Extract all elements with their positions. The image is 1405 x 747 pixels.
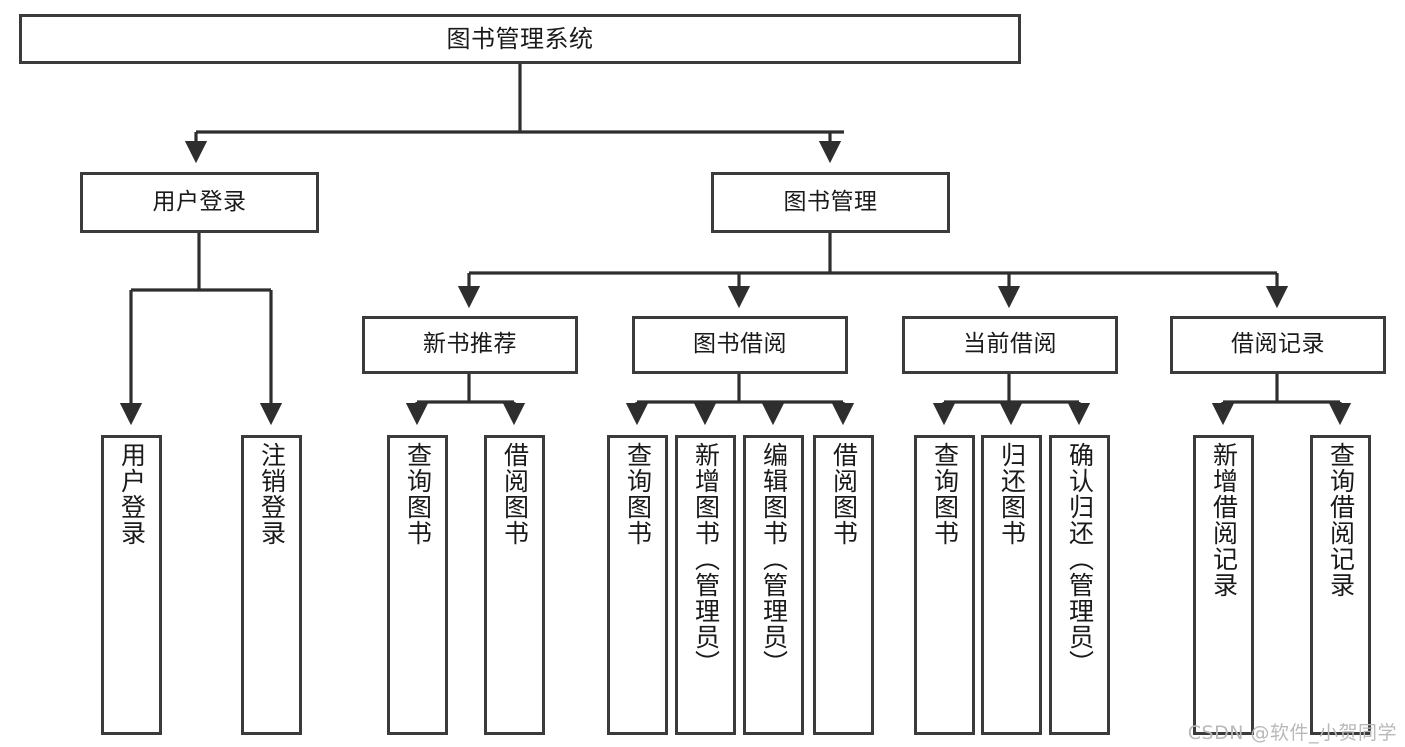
node-label: 查询图书 (403, 442, 433, 546)
node-label: 新书推荐 (423, 331, 517, 358)
node-root-system[interactable]: 图书管理系统 (19, 14, 1021, 64)
node-borrow-record[interactable]: 借阅记录 (1170, 316, 1386, 374)
node-user-login[interactable]: 用户登录 (80, 172, 319, 233)
node-label: 当前借阅 (963, 331, 1057, 358)
node-book-management[interactable]: 图书管理 (711, 172, 950, 233)
node-label: 新增图书（管理员） (691, 442, 721, 676)
node-label: 归还图书 (997, 442, 1027, 546)
node-label: 注销登录 (257, 442, 287, 546)
leaf-borrow-add-book[interactable]: 新增图书（管理员） (675, 435, 736, 735)
node-label: 用户登录 (117, 442, 147, 546)
node-label: 图书管理系统 (446, 24, 594, 53)
leaf-current-return-book[interactable]: 归还图书 (981, 435, 1042, 735)
node-current-borrow[interactable]: 当前借阅 (902, 316, 1118, 374)
leaf-new-book-borrow[interactable]: 借阅图书 (484, 435, 545, 735)
node-label: 查询借阅记录 (1326, 442, 1356, 598)
node-label: 新增借阅记录 (1209, 442, 1239, 598)
node-new-book-recommend[interactable]: 新书推荐 (362, 316, 578, 374)
leaf-current-query-book[interactable]: 查询图书 (914, 435, 975, 735)
leaf-current-confirm-return[interactable]: 确认归还（管理员） (1049, 435, 1110, 735)
leaf-user-login-login[interactable]: 用户登录 (101, 435, 162, 735)
leaf-record-add[interactable]: 新增借阅记录 (1193, 435, 1254, 735)
node-book-borrow[interactable]: 图书借阅 (632, 316, 848, 374)
leaf-record-query[interactable]: 查询借阅记录 (1310, 435, 1371, 735)
leaf-borrow-query-book[interactable]: 查询图书 (607, 435, 668, 735)
node-label: 编辑图书（管理员） (759, 442, 789, 676)
node-label: 图书借阅 (693, 331, 787, 358)
leaf-borrow-edit-book[interactable]: 编辑图书（管理员） (743, 435, 804, 735)
node-label: 图书管理 (783, 188, 878, 215)
node-label: 借阅图书 (829, 442, 859, 546)
node-label: 确认归还（管理员） (1065, 442, 1095, 676)
node-label: 查询图书 (623, 442, 653, 546)
node-label: 查询图书 (930, 442, 960, 546)
node-label: 用户登录 (152, 188, 247, 215)
node-label: 借阅图书 (500, 442, 530, 546)
leaf-borrow-borrow-book[interactable]: 借阅图书 (813, 435, 874, 735)
leaf-new-book-query[interactable]: 查询图书 (387, 435, 448, 735)
leaf-user-login-logout[interactable]: 注销登录 (241, 435, 302, 735)
csdn-watermark: CSDN @软件_小贺同学 (1187, 722, 1397, 744)
node-label: 借阅记录 (1231, 331, 1325, 358)
